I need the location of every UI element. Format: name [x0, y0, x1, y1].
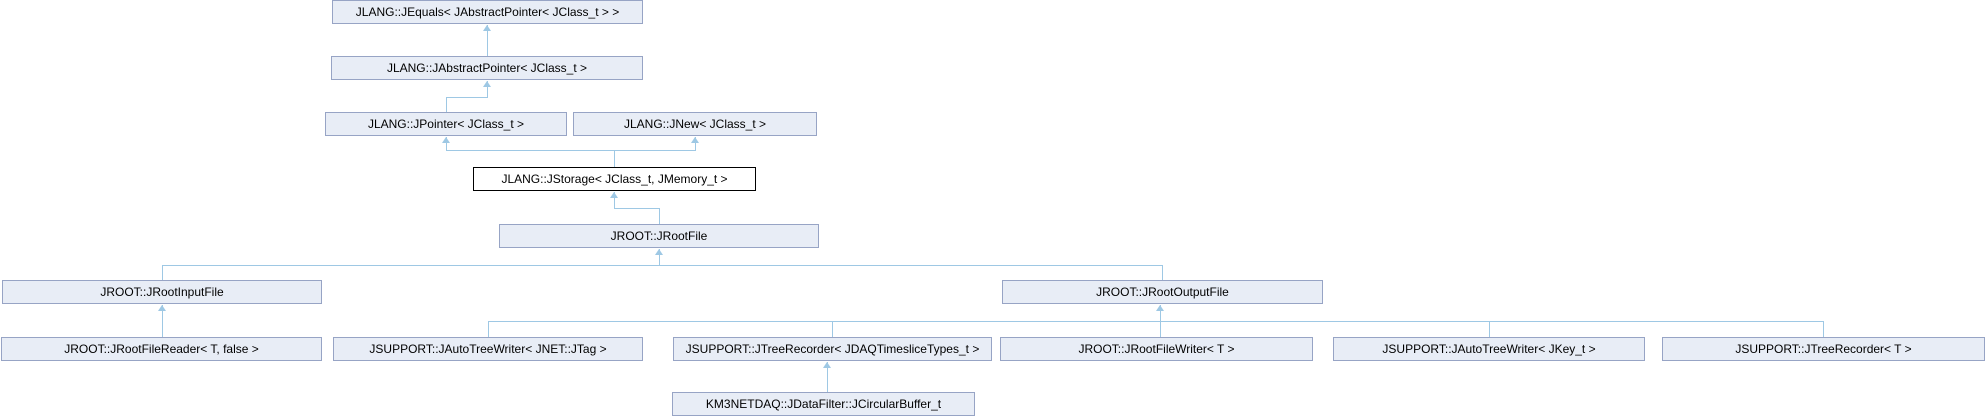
edge-vertical	[695, 137, 696, 150]
class-node-jlang-jpointer[interactable]: JLANG::JPointer< JClass_t >	[325, 112, 567, 136]
edge-vertical	[487, 81, 488, 97]
class-node-jsupport-jtreerecorder-t[interactable]: JSUPPORT::JTreeRecorder< T >	[1662, 337, 1985, 361]
edge-vertical	[1162, 265, 1163, 280]
edge-vertical	[446, 137, 447, 150]
edge-vertical	[446, 97, 447, 112]
edge-vertical	[487, 25, 488, 56]
edge-vertical	[659, 249, 660, 265]
edge-vertical	[162, 265, 163, 280]
class-node-jroot-jrootoutputfile[interactable]: JROOT::JRootOutputFile	[1002, 280, 1323, 304]
edge-horizontal	[488, 321, 1824, 322]
edge-horizontal	[446, 97, 488, 98]
edge-vertical	[488, 321, 489, 337]
class-node-jlang-jnew[interactable]: JLANG::JNew< JClass_t >	[573, 112, 817, 136]
edge-vertical	[827, 362, 828, 392]
class-node-jroot-jrootinputfile[interactable]: JROOT::JRootInputFile	[2, 280, 322, 304]
class-node-jlang-jstorage-current: JLANG::JStorage< JClass_t, JMemory_t >	[473, 167, 756, 191]
class-node-jroot-jrootfilereader[interactable]: JROOT::JRootFileReader< T, false >	[1, 337, 322, 361]
edge-vertical	[1823, 321, 1824, 337]
class-node-km3netdaq-jcircularbuffer[interactable]: KM3NETDAQ::JDataFilter::JCircularBuffer_…	[672, 392, 975, 416]
class-node-jroot-jrootfile[interactable]: JROOT::JRootFile	[499, 224, 819, 248]
edge-vertical	[1489, 321, 1490, 337]
edge-vertical	[614, 192, 615, 208]
edge-vertical	[659, 208, 660, 224]
class-node-jroot-jrootfilewriter[interactable]: JROOT::JRootFileWriter< T >	[1000, 337, 1313, 361]
edge-horizontal	[614, 208, 660, 209]
edge-vertical	[614, 150, 615, 167]
edge-vertical	[162, 305, 163, 337]
class-node-jlang-jabstractpointer[interactable]: JLANG::JAbstractPointer< JClass_t >	[331, 56, 643, 80]
class-node-jsupport-jautotreewriter-jkey[interactable]: JSUPPORT::JAutoTreeWriter< JKey_t >	[1333, 337, 1645, 361]
edge-horizontal	[162, 265, 1162, 266]
edge-horizontal	[446, 150, 696, 151]
edge-vertical	[832, 321, 833, 337]
class-node-jsupport-jtreerecorder-timeslice[interactable]: JSUPPORT::JTreeRecorder< JDAQTimesliceTy…	[673, 337, 992, 361]
class-node-jlang-jequals[interactable]: JLANG::JEquals< JAbstractPointer< JClass…	[332, 0, 643, 24]
class-node-jsupport-jautotreewriter-jtag[interactable]: JSUPPORT::JAutoTreeWriter< JNET::JTag >	[333, 337, 643, 361]
